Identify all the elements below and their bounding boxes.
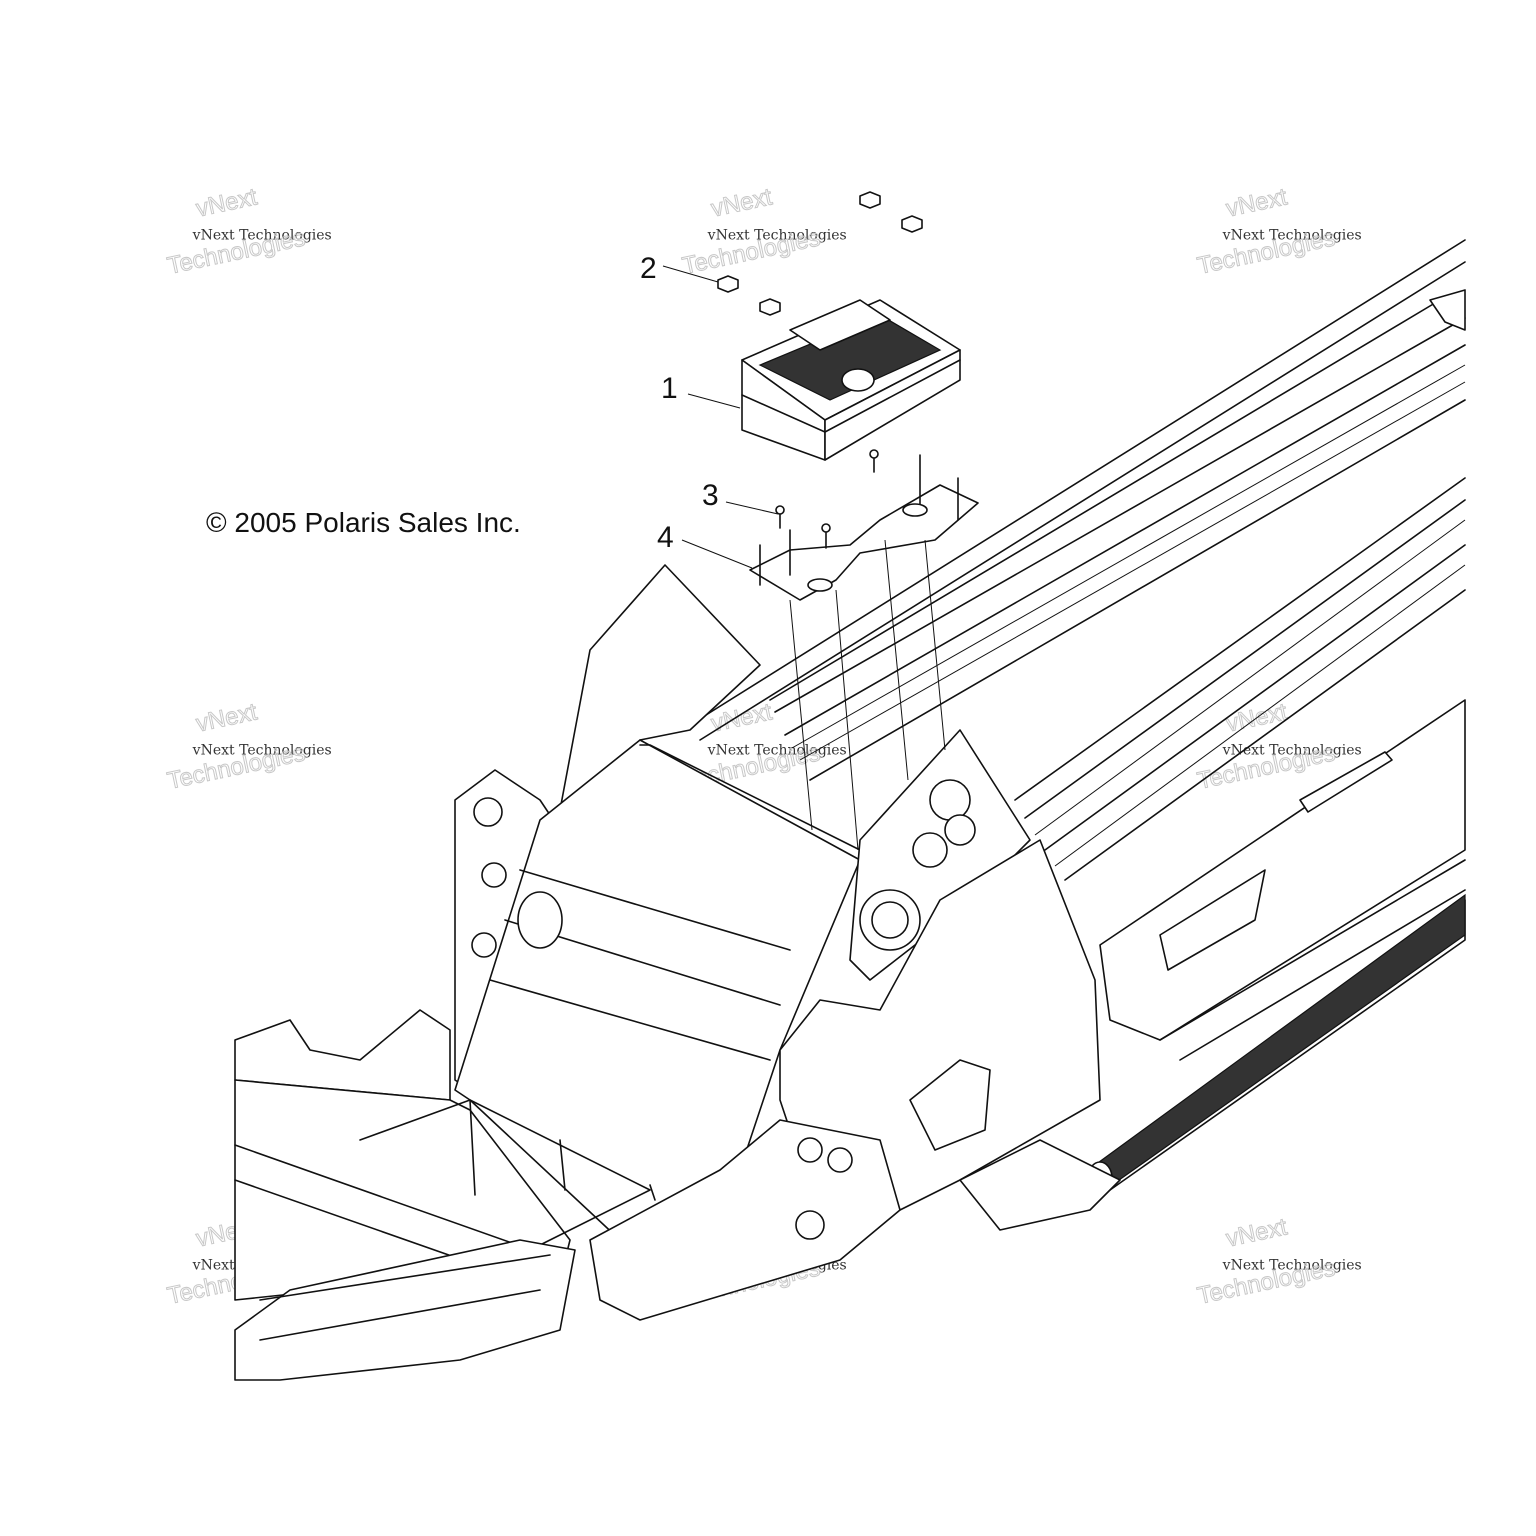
watermark-line: vNext Technologies [192, 227, 332, 243]
screws [775, 449, 879, 549]
callout-3: 3 [702, 479, 719, 512]
ecu-module [741, 299, 961, 461]
watermark-brand: vNext [709, 183, 775, 222]
callouts: 2 1 3 4 [640, 252, 719, 554]
watermark-line: vNext Technologies [1222, 227, 1362, 243]
nut [717, 275, 739, 293]
nut [901, 215, 923, 233]
nut [859, 191, 881, 209]
watermark-line: vNext Technologies [192, 742, 332, 758]
callout-1: 1 [661, 372, 678, 405]
nuts [717, 191, 923, 316]
lower-frame [234, 1079, 656, 1381]
tunnel-rail-upper [689, 239, 1466, 781]
bulkhead-frame [234, 564, 1121, 1321]
watermark-line: vNext Technologies [707, 742, 847, 758]
watermark-line: vNext Technologies [1222, 1257, 1362, 1273]
watermark-brand: vNext [194, 183, 260, 222]
nut [759, 298, 781, 316]
callout-2: 2 [640, 252, 657, 285]
running-board [1087, 699, 1466, 1195]
watermark-brand: vNext [1224, 1213, 1290, 1252]
screw [821, 523, 831, 549]
watermark-brand: vNext [194, 698, 260, 737]
watermark-line: vNext Technologies [1222, 742, 1362, 758]
leader-lines [662, 265, 779, 569]
watermark-brand: vNext [1224, 183, 1290, 222]
callout-4: 4 [657, 521, 674, 554]
tunnel-rail-lower [1014, 477, 1466, 881]
screw [869, 449, 879, 473]
mounting-bracket [749, 454, 979, 601]
screw [775, 505, 785, 529]
watermark-line: vNext Technologies [707, 227, 847, 243]
assembly-lines [789, 539, 946, 851]
copyright-notice: © 2005 Polaris Sales Inc. [206, 507, 521, 538]
